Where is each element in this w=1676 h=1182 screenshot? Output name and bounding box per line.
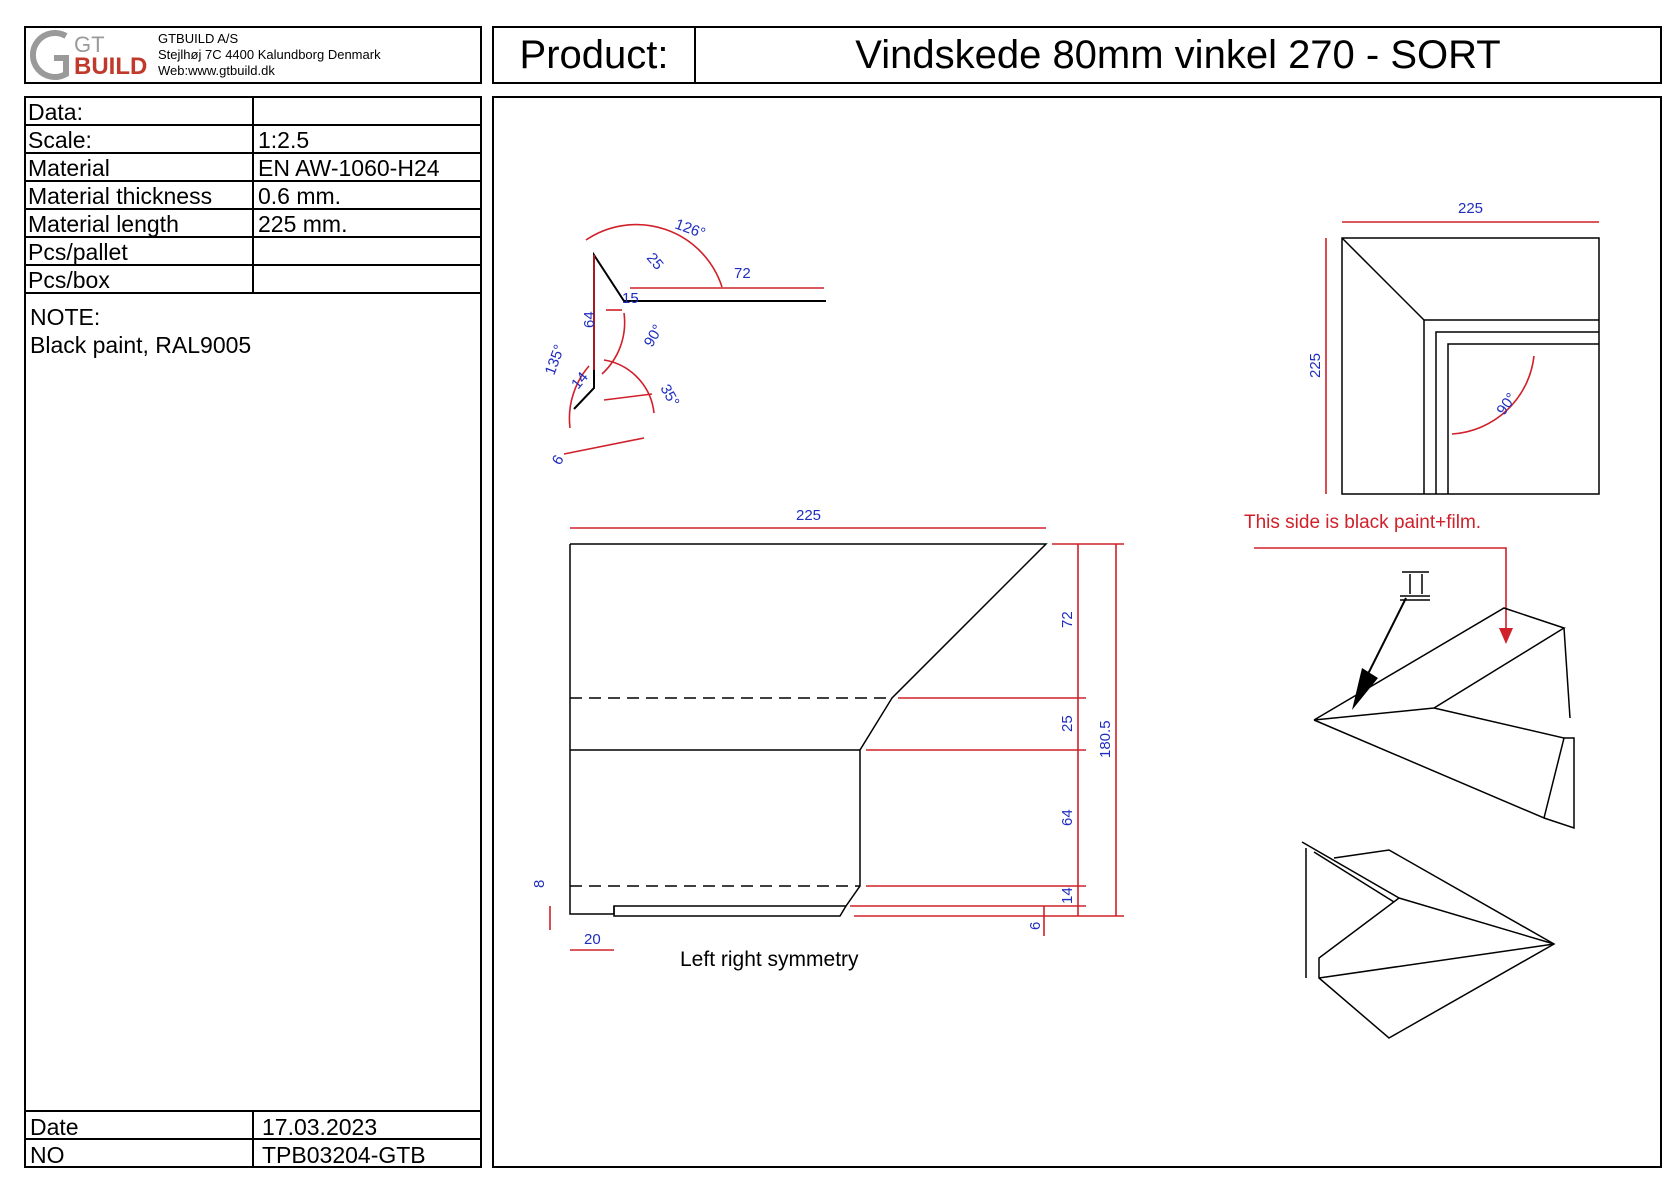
info-row-length: Material length 225 mm. <box>26 210 480 238</box>
drawing-area: 126° 25 72 15 64 90° 135° 14 35° 6 225 2… <box>492 96 1662 1168</box>
flat-dim-total: 180.5 <box>1097 720 1114 758</box>
flat-dim-6: 6 <box>1027 922 1044 930</box>
film-leader <box>1254 547 1507 636</box>
info-key: Pcs/box <box>28 266 254 293</box>
company-header: GT BUILD GTBUILD A/S Stejlhøj 7C 4400 Ka… <box>24 26 482 84</box>
note-text: Black paint, RAL9005 <box>30 332 252 358</box>
dim-14: 14 <box>568 369 592 393</box>
product-header: Product: Vindskede 80mm vinkel 270 - SOR… <box>492 26 1662 84</box>
flat-outline <box>569 543 1048 915</box>
info-row-scale: Scale: 1:2.5 <box>26 126 480 154</box>
flat-dim-72: 72 <box>1059 611 1076 628</box>
iso2-outline <box>1301 841 1556 1039</box>
product-label: Product: <box>494 28 696 82</box>
date-label: Date <box>30 1112 254 1140</box>
arc-35 <box>603 359 655 414</box>
arc-126 <box>585 223 723 288</box>
info-key: Data: <box>28 98 254 125</box>
product-name: Vindskede 80mm vinkel 270 - SORT <box>855 33 1501 77</box>
dim-64: 64 <box>581 311 598 328</box>
date-value: 17.03.2023 <box>262 1114 378 1140</box>
iso1-pointer <box>1365 597 1407 679</box>
iso1-pointer-arrow-icon <box>1352 668 1378 710</box>
info-value: 0.6 mm. <box>258 183 342 209</box>
profile-section: 126° 25 72 15 64 90° 135° 14 35° 6 <box>542 216 826 468</box>
top-dim-angle: 90° <box>1493 390 1520 418</box>
info-key: Scale: <box>28 126 254 153</box>
info-key: Material thickness <box>28 182 254 209</box>
logo-build: BUILD <box>74 53 147 80</box>
note-title: NOTE: <box>30 304 101 330</box>
company-name: GTBUILD A/S <box>158 31 239 46</box>
info-panel: Data: Scale: 1:2.5 Material EN AW-1060-H… <box>24 96 482 1168</box>
info-row-data: Data: <box>26 98 480 126</box>
flat-dim-20: 20 <box>584 931 601 948</box>
no-value: TPB03204-GTB <box>262 1142 426 1168</box>
iso1-flange <box>1543 737 1575 830</box>
info-value <box>256 238 480 264</box>
profile-line <box>573 251 826 410</box>
info-row-pallet: Pcs/pallet <box>26 238 480 266</box>
info-key: Material length <box>28 210 254 237</box>
film-note: This side is black paint+film. <box>1244 512 1481 533</box>
flat-dim-64: 64 <box>1059 809 1076 826</box>
dim-35: 35° <box>657 382 683 410</box>
dim-15: 15 <box>622 290 639 307</box>
film-arrow-icon <box>1499 628 1513 644</box>
top-view: 225 225 90° <box>1307 200 1600 495</box>
dim-126: 126° <box>673 216 708 243</box>
flat-tab <box>613 905 847 917</box>
info-value <box>256 266 480 292</box>
technical-drawing: 126° 25 72 15 64 90° 135° 14 35° 6 225 2… <box>531 200 1600 1039</box>
top-dim-w: 225 <box>1458 200 1483 217</box>
isometric-view-1 <box>1313 571 1575 830</box>
info-row-box: Pcs/box <box>26 266 480 294</box>
flat-dim-25: 25 <box>1059 715 1076 732</box>
arc-135 <box>568 365 590 429</box>
info-value: EN AW-1060-H24 <box>258 155 440 181</box>
company-address: Stejlhøj 7C 4400 Kalundborg Denmark <box>158 47 381 62</box>
footer-no-row: NO TPB03204-GTB <box>26 1140 480 1168</box>
top-dim-h: 225 <box>1307 353 1324 378</box>
iso2-lip <box>1313 851 1395 903</box>
flat-dim-w: 225 <box>796 507 821 524</box>
iso1-edge <box>1563 627 1571 719</box>
dim-line-6 <box>563 437 645 455</box>
inner-fold-1 <box>1423 319 1599 494</box>
inner-fold-2 <box>1435 331 1599 494</box>
info-value: 225 mm. <box>258 211 348 237</box>
no-label: NO <box>30 1140 254 1168</box>
gtbuild-logo: GT BUILD <box>29 30 147 80</box>
company-web: Web:www.gtbuild.dk <box>158 63 275 78</box>
arc-top-90 <box>1451 355 1535 435</box>
iso2-fold <box>1318 943 1555 979</box>
info-value <box>256 98 480 124</box>
ext-line-35 <box>603 393 653 401</box>
dim-135: 135° <box>542 342 569 377</box>
dim-90: 90° <box>641 322 667 350</box>
iso1-side <box>1313 707 1565 820</box>
info-row-thickness: Material thickness 0.6 mm. <box>26 182 480 210</box>
info-key: Material <box>28 154 254 181</box>
dim-72: 72 <box>734 265 751 282</box>
info-value: 1:2.5 <box>258 127 310 153</box>
symmetry-note: Left right symmetry <box>680 948 859 971</box>
flat-dim-8: 8 <box>531 880 548 888</box>
isometric-view-2 <box>1301 841 1556 1039</box>
dim-25: 25 <box>643 250 667 274</box>
logo-gt: GT <box>74 32 105 57</box>
flat-dim-14: 14 <box>1059 887 1076 904</box>
iso1-top <box>1313 607 1566 721</box>
info-key: Pcs/pallet <box>28 238 254 265</box>
inner-fold-3 <box>1447 343 1599 494</box>
info-row-material: Material EN AW-1060-H24 <box>26 154 480 182</box>
top-view-outline <box>1341 237 1600 495</box>
arc-90 <box>601 312 626 375</box>
flat-pattern: 225 72 25 64 14 6 180.5 8 20 <box>531 507 1124 951</box>
iso2-diag <box>1398 897 1555 945</box>
miter-line <box>1341 237 1425 321</box>
footer-date-row: Date 17.03.2023 <box>26 1110 480 1140</box>
